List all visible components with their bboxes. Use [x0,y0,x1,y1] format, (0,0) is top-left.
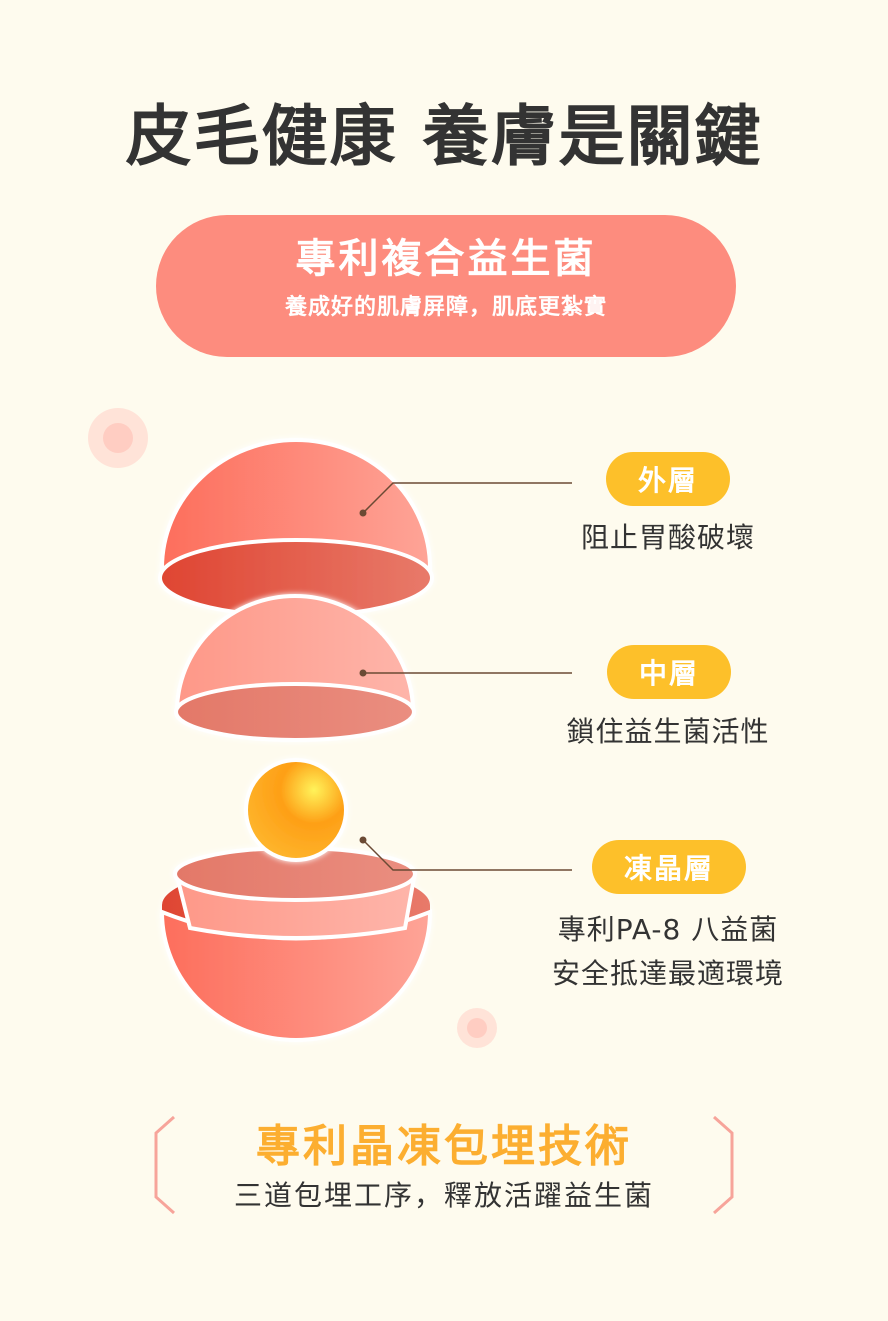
layer-tag-outer: 外層 [606,452,730,506]
feature-banner: 專利複合益生菌 養成好的肌膚屏障，肌底更紮實 [156,215,736,357]
decorative-dot-bottom [457,1008,497,1048]
layer-desc-middle: 鎖住益生菌活性 [543,710,793,754]
outer-layer-shell [158,438,434,618]
layer-desc-line: 安全抵達最適環境 [551,957,784,990]
layer-desc-line: 鎖住益生菌活性 [566,715,770,748]
banner-subtitle: 養成好的肌膚屏障，肌底更紮實 [284,295,607,320]
banner-headline: 專利複合益生菌 [295,236,597,282]
middle-layer-shell [174,594,416,742]
leader-lines [362,482,572,871]
bottom-bowls [159,846,433,1042]
layer-desc-outer: 阻止胃酸破壞 [560,516,776,560]
core-probiotic-ball [244,758,348,862]
footer-title: 專利晶凍包埋技術 [256,1121,632,1172]
layer-desc-line: 阻止胃酸破壞 [580,521,755,554]
right-bracket-icon [713,1115,734,1215]
footer-subtitle: 三道包埋工序，釋放活躍益生菌 [233,1179,654,1212]
layer-desc-line: 專利PA-8 八益菌 [557,913,779,946]
page-title: 皮毛健康 養膚是關鍵 [125,98,763,175]
layer-tag-core: 凍晶層 [592,840,746,894]
decorative-dot-top [88,408,148,468]
layer-desc-core: 專利PA-8 八益菌 安全抵達最適環境 [530,908,806,996]
layer-tag-middle: 中層 [607,645,731,699]
left-bracket-icon [154,1115,175,1215]
